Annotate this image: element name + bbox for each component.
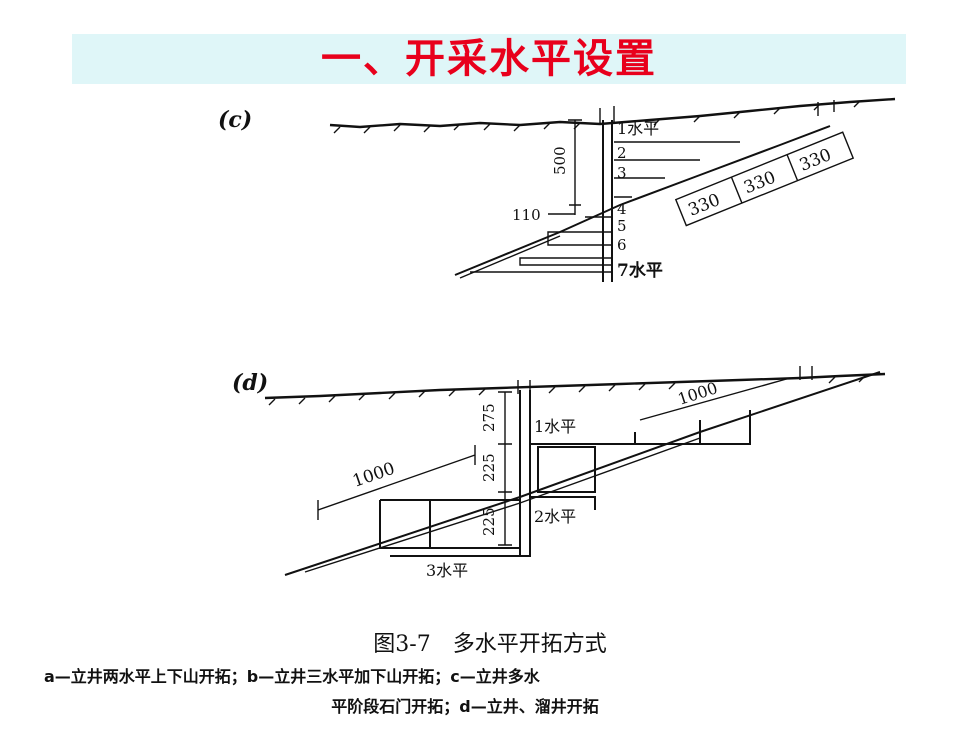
title-band — [72, 34, 906, 84]
headframe-c — [599, 100, 835, 124]
length-left-d: 1000 — [350, 459, 397, 492]
seam-c — [454, 125, 831, 276]
offset-label-c: 110 — [512, 206, 541, 224]
ground-hatch-d — [268, 375, 866, 406]
level-7-c: 7水平 — [617, 260, 663, 281]
length-right-dimension-d — [639, 377, 791, 421]
diagram-c: (c) 500 110 1水平 2 3 4 5 6 7水平 330 330 33 — [218, 97, 896, 282]
level-4-c: 4 — [617, 200, 627, 218]
level-1-c: 1水平 — [617, 119, 659, 138]
depth-dimension-c — [568, 119, 582, 215]
figure-caption: 图3-7 多水平开拓方式 — [373, 632, 607, 657]
level-1-d: 1水平 — [534, 417, 576, 436]
seam-d — [284, 371, 881, 576]
depth-1-d: 275 — [480, 403, 498, 432]
depth-2-d: 225 — [480, 453, 498, 482]
segment-3-c: 330 — [797, 145, 835, 176]
seam-lower-d — [304, 437, 701, 573]
shaft-d — [519, 390, 531, 556]
headframes-d — [517, 366, 813, 394]
level-6-c: 6 — [617, 236, 627, 254]
level-3-c: 3 — [617, 164, 627, 182]
level-2-c: 2 — [617, 144, 627, 162]
diagram-c-label: (c) — [218, 107, 252, 133]
segments-c: 330 330 330 — [674, 131, 855, 227]
diagram-d: (d) 275 225 225 1000 1000 1水平 2水平 3水平 — [232, 366, 886, 580]
workings-d — [379, 410, 751, 557]
level-2-d: 2水平 — [534, 507, 576, 526]
depth-dimension-d — [498, 391, 512, 546]
level-5-c: 5 — [617, 217, 627, 235]
page-title: 一、开采水平设置 — [321, 36, 657, 82]
length-left-dimension-d — [317, 445, 476, 520]
ground-surface-d — [264, 372, 886, 400]
diagram-d-label: (d) — [232, 370, 268, 396]
segment-1-c: 330 — [685, 190, 723, 221]
segment-2-c: 330 — [741, 168, 779, 199]
seam-lower-c — [459, 235, 561, 279]
shaft-c — [602, 120, 613, 282]
crosscuts-c — [470, 141, 740, 273]
caption-line-2: 平阶段石门开拓；d—立井、溜井开拓 — [331, 697, 599, 716]
caption-line-1: a—立井两水平上下山开拓；b—立井三水平加下山开拓；c—立井多水 — [44, 667, 540, 686]
ground-hatch-c — [333, 100, 861, 134]
depth-label-c: 500 — [551, 146, 569, 175]
level-3-d: 3水平 — [426, 561, 468, 580]
